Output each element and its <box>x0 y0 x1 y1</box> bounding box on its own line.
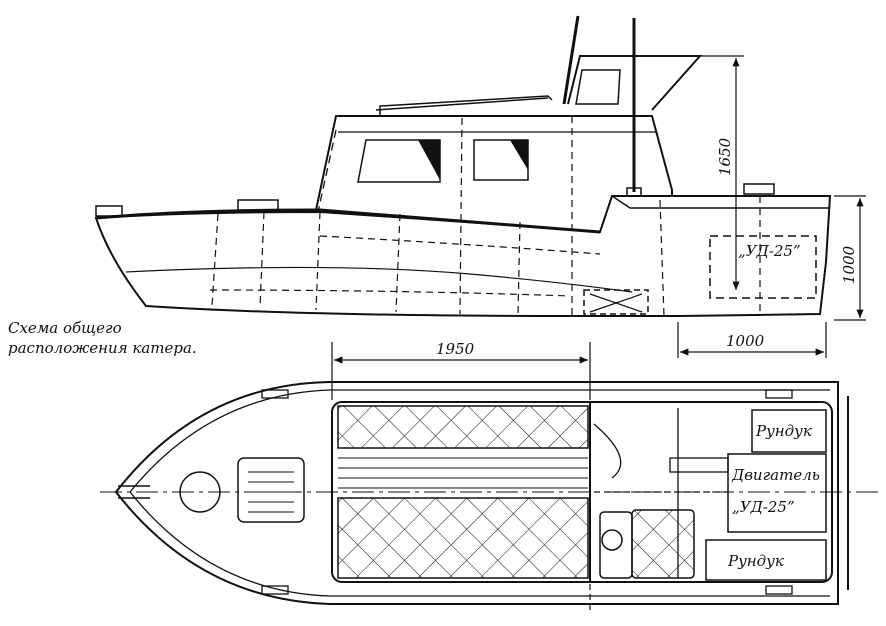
frame-lines <box>209 116 761 317</box>
windscreen-curve <box>593 423 622 479</box>
seat-bottom <box>337 497 589 579</box>
helm-cushion <box>631 509 695 579</box>
side-dimensions <box>677 55 866 358</box>
side-view <box>94 15 832 317</box>
cabin-front-dashed <box>317 129 337 213</box>
bow-eye <box>118 485 150 499</box>
chine-line <box>125 266 633 293</box>
hatch-slats <box>248 471 294 513</box>
cockpit-outline <box>331 401 833 583</box>
plan-cleat-3 <box>765 389 793 399</box>
locker-top-label: Рундук <box>755 422 812 440</box>
antenna <box>562 15 580 105</box>
round-hatch <box>179 471 221 513</box>
window-front <box>357 139 441 183</box>
engine-box <box>727 453 827 533</box>
helm-seat <box>599 511 633 579</box>
plan-dimension <box>331 342 591 612</box>
plan-cleat-4 <box>765 585 793 595</box>
dim-cabin-height: 1650 <box>716 137 734 176</box>
window-shade-1 <box>418 140 440 180</box>
plan-view <box>100 381 880 605</box>
engine-mount <box>669 457 729 473</box>
window-shade-2 <box>510 140 528 170</box>
caption-line-1: Схема общего <box>8 319 122 337</box>
deck-sheer <box>95 208 601 234</box>
dim-hull-height: 1000 <box>840 245 858 284</box>
tank-cross <box>589 293 643 313</box>
hull-outline <box>94 195 832 317</box>
engine-box-side <box>709 235 817 299</box>
locker-bottom-box <box>705 539 827 581</box>
wheelhouse-outline <box>567 55 703 111</box>
engine-label-1: Двигатель <box>731 466 820 484</box>
figure-caption: Схема общего расположения катера. <box>8 318 248 358</box>
locker-bottom-label: Рундук <box>727 552 784 570</box>
stern-cleat <box>743 183 775 195</box>
caption-line-2: расположения катера. <box>8 339 197 357</box>
square-hatch <box>237 457 305 523</box>
plan-cleat-2 <box>261 585 289 595</box>
roof-rail <box>375 95 553 116</box>
deck-cleat <box>237 199 279 211</box>
engine-label-2: „УД-25” <box>732 498 795 516</box>
dim-stern-length: 1000 <box>726 332 765 350</box>
locker-top-box <box>751 409 827 453</box>
floor-boards <box>338 457 588 489</box>
steering-wheel <box>601 529 623 551</box>
tank-box <box>583 289 649 315</box>
wheelhouse-window <box>575 69 621 105</box>
plan-cleat-1 <box>261 389 289 399</box>
seat-top <box>337 405 589 449</box>
dim-length: 1950 <box>436 340 475 358</box>
engine-label-side: „УД-25” <box>738 242 801 260</box>
bow-fitting <box>95 205 123 217</box>
stern-deck <box>611 195 830 209</box>
mast-base <box>626 187 642 197</box>
cabin-outline <box>315 115 673 211</box>
